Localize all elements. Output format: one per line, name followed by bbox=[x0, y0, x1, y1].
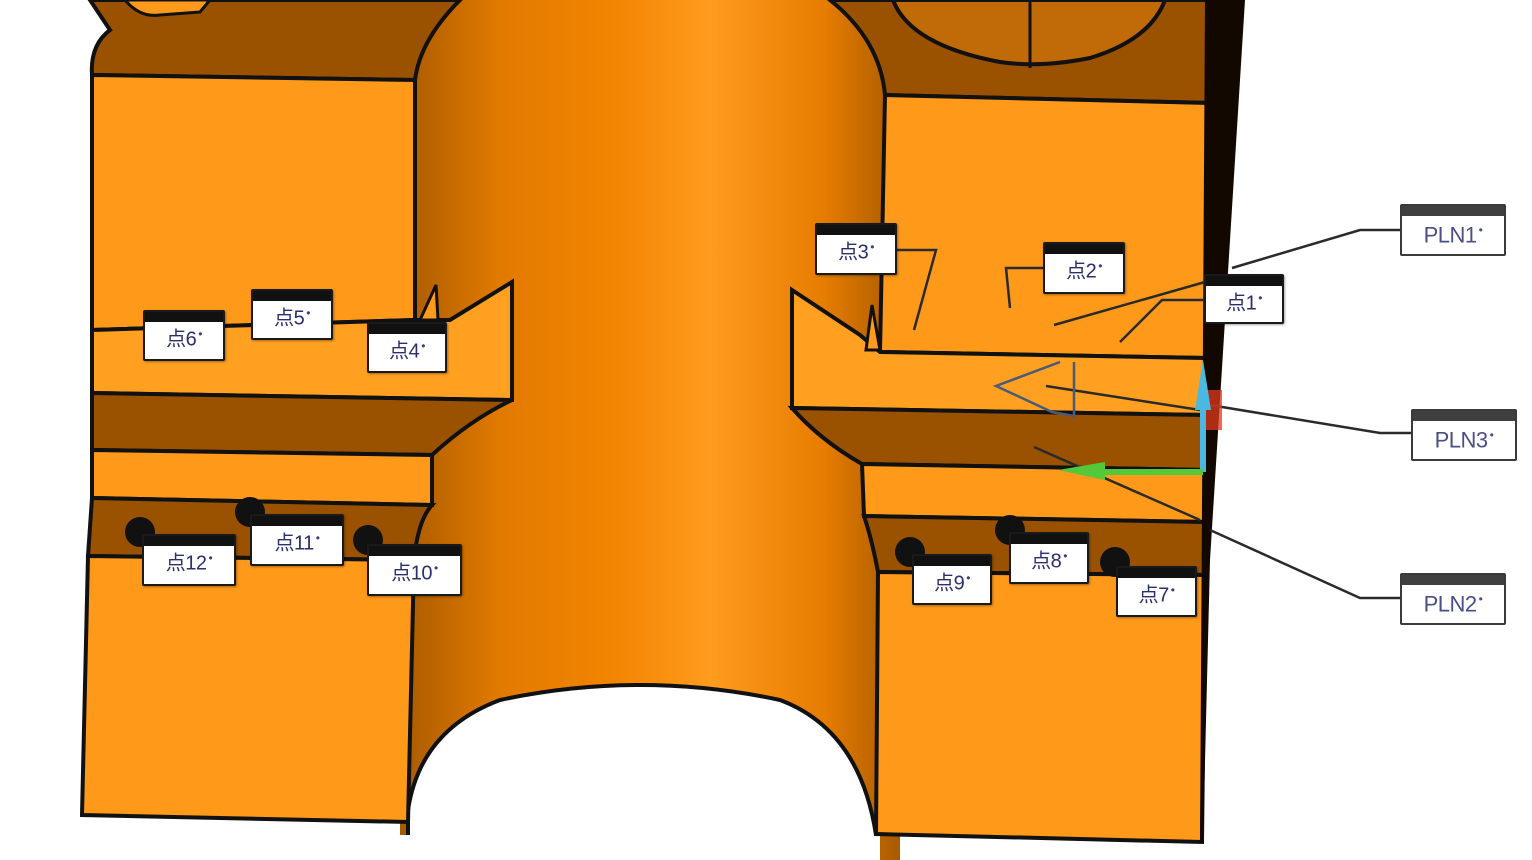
suffix-dot-icon: • bbox=[966, 571, 970, 585]
point-label-12[interactable]: 点12• bbox=[142, 534, 236, 586]
point-label-text: 点5 bbox=[274, 307, 305, 330]
suffix-dot-icon: • bbox=[421, 339, 425, 353]
suffix-dot-icon: • bbox=[434, 561, 438, 575]
point-label-7[interactable]: 点7• bbox=[1116, 566, 1197, 617]
point-label-text: 点4 bbox=[389, 340, 420, 363]
plane-label-pln3[interactable]: PLN3• bbox=[1411, 409, 1517, 461]
suffix-dot-icon: • bbox=[1258, 291, 1262, 305]
suffix-dot-icon: • bbox=[198, 327, 202, 341]
point-label-3[interactable]: 点3• bbox=[815, 223, 897, 275]
point-label-9[interactable]: 点9• bbox=[912, 554, 992, 605]
suffix-dot-icon: • bbox=[1489, 428, 1494, 442]
point-label-4[interactable]: 点4• bbox=[367, 322, 447, 373]
suffix-dot-icon: • bbox=[870, 240, 874, 254]
suffix-dot-icon: • bbox=[208, 551, 213, 565]
point-label-text: 点10 bbox=[391, 562, 433, 585]
suffix-dot-icon: • bbox=[1478, 223, 1483, 237]
point-label-text: 点8 bbox=[1031, 550, 1062, 573]
point-label-5[interactable]: 点5• bbox=[251, 289, 333, 340]
plane-label-text: PLN2 bbox=[1423, 591, 1478, 617]
point-label-8[interactable]: 点8• bbox=[1009, 532, 1089, 584]
right-flange bbox=[787, 0, 1245, 845]
plane-label-pln2[interactable]: PLN2• bbox=[1400, 573, 1506, 625]
suffix-dot-icon: • bbox=[1478, 592, 1483, 606]
point-label-text: 点3 bbox=[838, 241, 869, 264]
plane-label-pln1[interactable]: PLN1• bbox=[1400, 204, 1506, 256]
leader-lines bbox=[897, 228, 1411, 600]
plane-label-text: PLN3 bbox=[1434, 427, 1489, 453]
suffix-dot-icon: • bbox=[1063, 549, 1067, 563]
point-label-text: 点12 bbox=[165, 552, 207, 575]
coordinate-triad-icon[interactable] bbox=[1058, 360, 1222, 480]
point-label-10[interactable]: 点10• bbox=[367, 544, 462, 596]
suffix-dot-icon: • bbox=[306, 306, 310, 320]
point-label-text: 点2 bbox=[1066, 260, 1097, 283]
point-label-2[interactable]: 点2• bbox=[1043, 242, 1125, 294]
point-label-text: 点6 bbox=[166, 328, 197, 351]
point-label-text: 点9 bbox=[934, 572, 965, 595]
point-label-11[interactable]: 点11• bbox=[250, 514, 344, 566]
point-label-text: 点11 bbox=[274, 532, 315, 555]
point-label-text: 点1 bbox=[1226, 292, 1257, 315]
suffix-dot-icon: • bbox=[315, 531, 320, 545]
point-label-6[interactable]: 点6• bbox=[143, 310, 225, 361]
plane-label-text: PLN1 bbox=[1423, 222, 1478, 248]
point-label-1[interactable]: 点1• bbox=[1204, 274, 1284, 324]
suffix-dot-icon: • bbox=[1170, 583, 1175, 597]
point-label-text: 点7 bbox=[1138, 584, 1170, 607]
suffix-dot-icon: • bbox=[1098, 259, 1102, 273]
